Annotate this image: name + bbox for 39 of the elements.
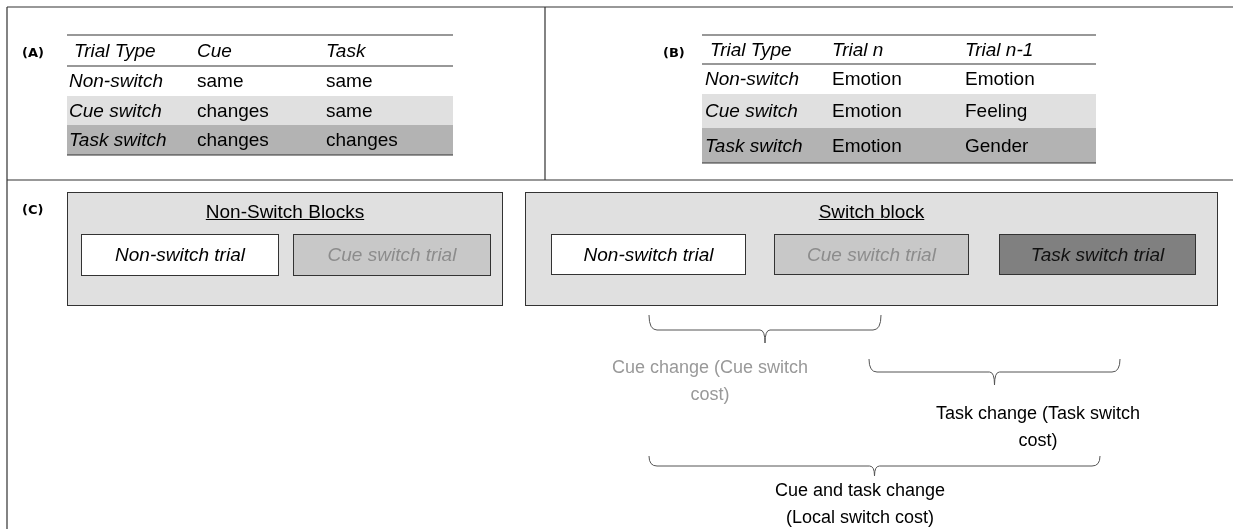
table-cell: same xyxy=(326,99,373,122)
table-cell: changes xyxy=(197,99,269,122)
block-title: Switch block xyxy=(818,201,925,222)
block-title: Non-Switch Blocks xyxy=(205,201,365,222)
row-header: Non-switch xyxy=(705,68,799,90)
table-cell: changes xyxy=(326,129,398,151)
table-cell: Feeling xyxy=(965,100,1028,122)
trial-box: Non-switch trial xyxy=(551,234,746,275)
table-cell: Task xyxy=(326,39,366,62)
panel-label: (B) xyxy=(663,45,685,60)
trial-box: Cue switch trial xyxy=(293,234,491,276)
cost-label: Cue change (Cue switch cost) xyxy=(610,356,810,406)
table-cell: changes xyxy=(197,129,269,151)
panel-label: (A) xyxy=(22,45,44,60)
table-cell: Trial Type xyxy=(710,38,792,61)
table-cell: Gender xyxy=(965,134,1029,157)
trial-box: Cue switch trial xyxy=(774,234,969,275)
row-header: Non-switch xyxy=(69,70,163,92)
row-header: Task switch xyxy=(705,134,803,157)
block-panel xyxy=(67,192,503,306)
table-cell: same xyxy=(326,70,373,92)
table-cell: Cue xyxy=(197,39,232,62)
table-cell: Emotion xyxy=(832,100,902,122)
row-header: Task switch xyxy=(69,129,167,151)
panel-label: (C) xyxy=(22,202,44,217)
table-cell: Trial n-1 xyxy=(965,38,1034,61)
table-cell: same xyxy=(197,70,244,92)
table-cell: Emotion xyxy=(832,134,902,157)
row-header: Cue switch xyxy=(69,99,162,122)
table-cell: Emotion xyxy=(965,68,1035,90)
table-cell: Emotion xyxy=(832,68,902,90)
table-cell: Trial n xyxy=(832,38,884,61)
table-cell: Trial Type xyxy=(74,39,156,62)
cost-label: Task change (Task switch cost) xyxy=(934,402,1142,452)
trial-box: Task switch trial xyxy=(999,234,1196,275)
trial-box: Non-switch trial xyxy=(81,234,279,276)
cost-label: Cue and task change (Local switch cost) xyxy=(773,479,947,529)
row-header: Cue switch xyxy=(705,100,798,122)
block-panel xyxy=(525,192,1218,306)
